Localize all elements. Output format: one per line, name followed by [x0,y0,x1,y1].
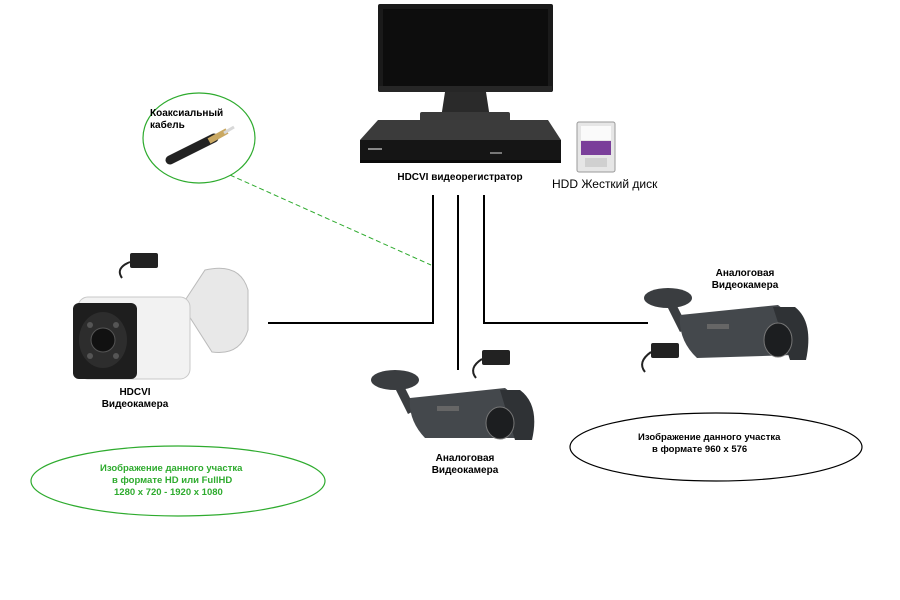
analog-area-note-line2: в формате 960 x 576 [652,444,748,455]
analog-area-note: Изображение данного участка в формате 96… [638,432,780,456]
line-hdcvi-camera [268,195,434,324]
analog-camera-right-icon [644,288,809,360]
hdd-label: HDD Жесткий диск [552,177,658,191]
monitor-icon [378,4,553,130]
coax-label: Коаксиальный кабель [150,108,223,132]
coax-cable-callout [142,92,256,184]
analog-camera-center-icon [371,370,535,440]
analog-camera-center-label-line2: Видеокамера [431,465,499,476]
analog-camera-right-label-line1: Аналоговая [715,268,775,279]
analog-camera-center-label-line1: Аналоговая [435,453,495,464]
analog-camera-right-label: Аналоговая Видеокамера [700,268,790,292]
hd-area-note-line3: 1280 x 720 - 1920 x 1080 [114,487,223,498]
analog-area-note-outline [569,412,863,482]
hdcvi-camera-label-line2: Видеокамера [101,399,169,410]
analog-camera-right-label-line2: Видеокамера [711,280,779,291]
hd-area-note: Изображение данного участка в формате HD… [100,463,242,499]
connection-lines [268,195,648,370]
analog-area-note-line1: Изображение данного участка [638,432,781,443]
hd-area-note-line1: Изображение данного участка [100,463,243,474]
coax-label-line2: кабель [150,120,185,131]
hdcvi-camera-label: HDCVI Видеокамера [90,387,180,411]
recorder-icon [360,120,561,163]
hdcvi-camera-icon [73,267,249,380]
hdd-icon [576,121,616,173]
power-adapter-icon [118,253,158,279]
hd-area-note-outline [30,445,326,517]
hd-area-note-line2: в формате HD или FullHD [112,475,233,486]
line-analog-right [483,195,648,324]
hdcvi-camera-label-line1: HDCVI [119,387,151,398]
analog-camera-center-label: Аналоговая Видеокамера [420,453,510,477]
power-adapter-icon [641,343,679,373]
power-adapter-icon [472,350,510,379]
recorder-label: HDCVI видеорегистратор [397,172,523,183]
coax-pointer-line [229,174,432,266]
coax-label-line1: Коаксиальный [150,108,224,119]
coax-cable-icon [165,125,235,165]
